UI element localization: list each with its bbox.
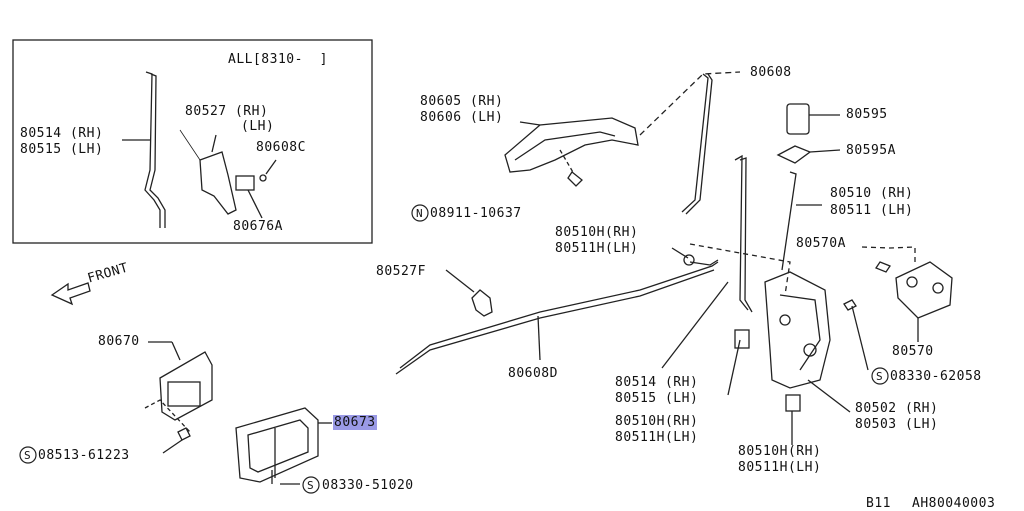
label-08330-51020: 08330-51020 (322, 478, 414, 493)
front-arrow (50, 282, 91, 306)
label-80510h-bot: 80510H(RH) (738, 444, 822, 459)
label-80515-inset: 80515 (LH) (20, 142, 104, 157)
label-80670: 80670 (98, 334, 140, 349)
outer-handle (504, 117, 639, 173)
label-80511h-bot: 80511H(LH) (738, 460, 822, 475)
inset-clip-80676a (235, 175, 255, 191)
button-80595 (786, 103, 810, 135)
label-ah80040003: AH80040003 (912, 496, 996, 511)
label-80527-rh: 80527 (RH) (185, 104, 269, 119)
marker-circles (19, 204, 889, 494)
label-80511: 80511 (LH) (830, 203, 914, 218)
inset-rod-80514 (144, 71, 161, 228)
s-marker-08330-51020 (302, 476, 320, 494)
s-marker-letter-62058: S (876, 370, 884, 383)
label-80605: 80605 (RH) (420, 94, 504, 109)
label-80608d: 80608D (508, 366, 558, 381)
label-80527-lh: (LH) (241, 119, 275, 134)
s-marker-letter-51020: S (307, 479, 315, 492)
label-08911-10637: 08911-10637 (430, 206, 522, 221)
label-80503: 80503 (LH) (855, 417, 939, 432)
striker-80570 (895, 261, 953, 319)
label-08513-61223: 08513-61223 (38, 448, 130, 463)
label-80510h-mid: 80510H(RH) (615, 414, 699, 429)
label-80510h-top: 80510H(RH) (555, 225, 639, 240)
label-80608c: 80608C (256, 140, 306, 155)
label-80673[interactable]: 80673 (333, 415, 377, 430)
label-80527f: 80527F (376, 264, 426, 279)
label-80606: 80606 (LH) (420, 110, 504, 125)
label-80502: 80502 (RH) (855, 401, 939, 416)
bracket-80670 (159, 351, 213, 421)
inset-frame (12, 39, 373, 244)
rod-80608d (399, 261, 719, 369)
rod-80510 (781, 171, 797, 271)
label-80570: 80570 (892, 344, 934, 359)
rod-80608 (681, 73, 709, 213)
label-80510: 80510 (RH) (830, 186, 914, 201)
label-80595a: 80595A (846, 143, 896, 158)
n-marker-letter: N (416, 207, 424, 220)
label-80514-inset: 80514 (RH) (20, 126, 104, 141)
latch-80502 (764, 271, 831, 389)
n-marker-08911 (411, 204, 429, 222)
label-08330-62058: 08330-62058 (890, 369, 982, 384)
clip-80527f (471, 289, 493, 317)
label-80511h-top: 80511H(LH) (555, 241, 639, 256)
rod-80514 (734, 154, 749, 311)
label-b11: B11 (866, 496, 891, 511)
label-80511h-mid: 80511H(LH) (615, 430, 699, 445)
s-marker-08330-62058 (871, 367, 889, 385)
label-80608: 80608 (750, 65, 792, 80)
s-marker-letter-08513: S (24, 449, 32, 462)
label-80514-main: 80514 (RH) (615, 375, 699, 390)
inset-bracket-80527 (199, 151, 237, 215)
label-80676a: 80676A (233, 219, 283, 234)
label-80595: 80595 (846, 107, 888, 122)
label-80570a: 80570A (796, 236, 846, 251)
inset-header: ALL[8310- ] (228, 52, 328, 67)
handle-80673 (235, 407, 319, 483)
bezel-80595a (776, 145, 812, 164)
label-80515-main: 80515 (LH) (615, 391, 699, 406)
s-marker-08513 (19, 446, 37, 464)
